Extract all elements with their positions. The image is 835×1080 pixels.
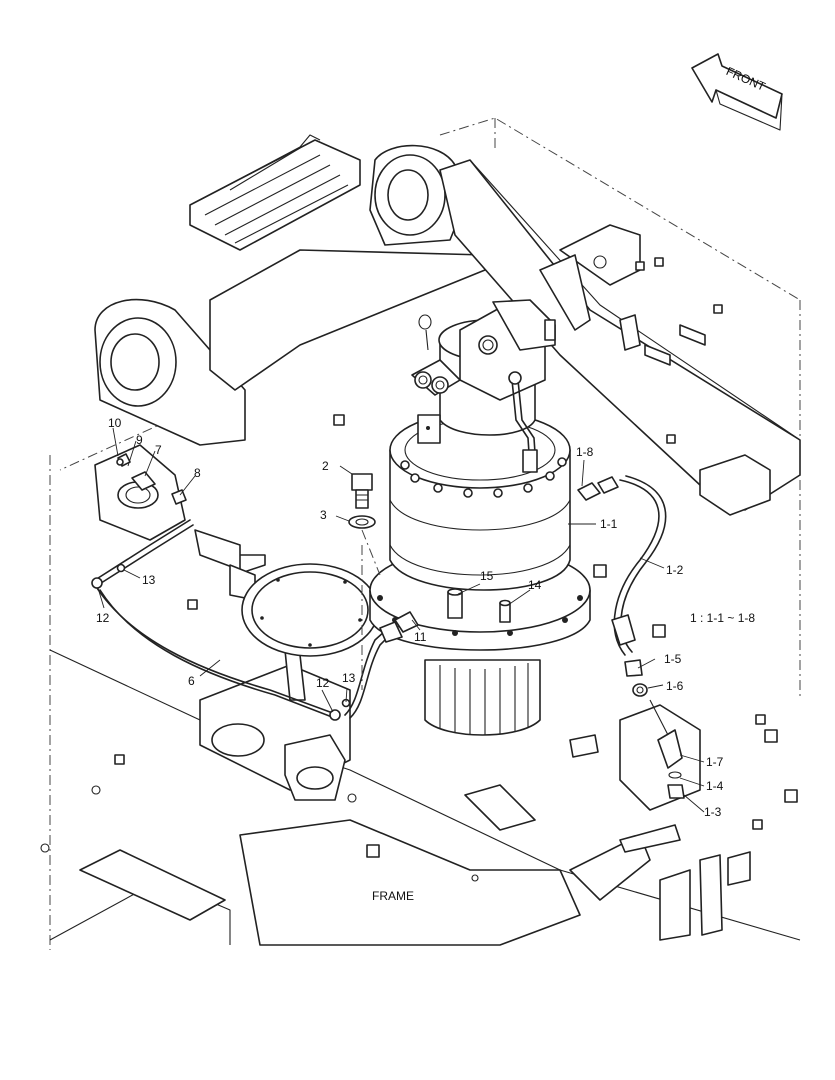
- callout-1-8: 1-8: [576, 445, 594, 459]
- callout-14: 14: [528, 578, 542, 592]
- upper-frame-structure: [40, 117, 801, 950]
- callout-15: 15: [480, 569, 494, 583]
- callout-1-3: 1-3: [704, 805, 722, 819]
- pin-14: [499, 599, 511, 623]
- callout-1-6: 1-6: [666, 679, 684, 693]
- callout-1-7: 1-7: [706, 755, 724, 769]
- callout-9: 9: [136, 433, 143, 447]
- callout-12-left: 12: [96, 611, 110, 625]
- callout-6: 6: [188, 674, 195, 688]
- leader-lines: [97, 427, 705, 813]
- fitting-11: [379, 611, 419, 643]
- assembly-note: 1 : 1-1 ~ 1-8: [690, 611, 755, 625]
- frame-label: FRAME: [372, 889, 414, 903]
- callout-12-right: 12: [316, 676, 330, 690]
- callout-7: 7: [155, 443, 162, 457]
- pin-15: [447, 588, 463, 619]
- bolt-2: [351, 473, 373, 509]
- callout-1-1: 1-1: [600, 517, 618, 531]
- callout-1-5: 1-5: [664, 652, 682, 666]
- callout-1-2: 1-2: [666, 563, 684, 577]
- hose-6: [91, 519, 399, 721]
- parts-7-10: [116, 453, 187, 505]
- callout-2: 2: [322, 459, 329, 473]
- callout-8: 8: [194, 466, 201, 480]
- callout-10: 10: [108, 416, 122, 430]
- fittings-1-3-to-1-7: [624, 659, 685, 799]
- callout-11: 11: [414, 630, 427, 644]
- callout-13-left: 13: [142, 573, 156, 587]
- callout-13-right: 13: [342, 671, 356, 685]
- callout-labels: 2 3 10 9 7 8 13 12 6 12 13 11 15 14 1-8 …: [96, 416, 755, 903]
- swing-device-assembly: [369, 299, 619, 736]
- drain-hose-1-2: [611, 475, 667, 656]
- callout-3: 3: [320, 508, 327, 522]
- washer-3: [348, 515, 376, 529]
- front-direction-arrow: FRONT: [691, 53, 783, 131]
- bolt-13: [116, 563, 351, 708]
- callout-1-4: 1-4: [706, 779, 724, 793]
